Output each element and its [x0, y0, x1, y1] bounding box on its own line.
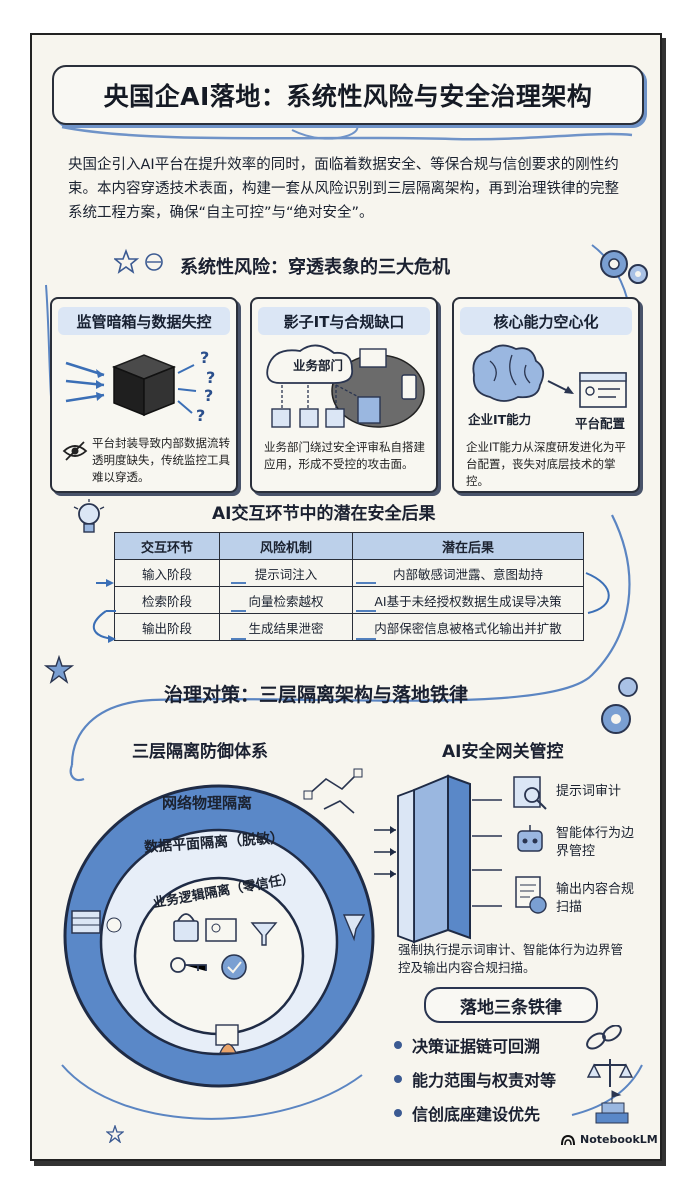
- star-icon: [114, 248, 163, 274]
- risk-table: 交互环节 风险机制 潜在后果 输入阶段 提示词注入 内部敏感词泄露、意图劫持 检…: [114, 532, 584, 641]
- gears-icon: [601, 677, 638, 734]
- rule-item: 能力范围与权责对等: [394, 1067, 556, 1091]
- rule-text: 信创底座建设优先: [412, 1105, 541, 1124]
- svg-text:?: ?: [204, 386, 213, 405]
- risk-card-desc: 企业IT能力从深度研发进化为平台配置，丧失对底层技术的掌控。: [466, 440, 626, 488]
- gateway-item-output-scan: 输出内容合规扫描: [556, 882, 635, 915]
- shadow-it-diagram: [266, 344, 425, 428]
- notebooklm-logo-icon: [561, 1134, 575, 1145]
- platform-config-label: 平台配置: [574, 416, 625, 431]
- gateway-desc: 强制执行提示词审计、智能体行为边界管控及输出内容合规扫描。: [398, 942, 624, 975]
- bullet-dot: [394, 1075, 402, 1083]
- table-section-title: AI交互环节中的潜在安全后果: [212, 504, 436, 524]
- risk-card-shadow-it: 影子IT与合规缺口 业务部门 业务部门绕过安全评审私自搭建应用，形成不受控的攻击…: [250, 297, 438, 493]
- rule-text: 决策证据链可回溯: [412, 1037, 541, 1056]
- risk-card-title: 监管暗箱与数据失控: [58, 307, 230, 335]
- ring-network-isolation: 网络物理隔离: [162, 794, 253, 812]
- brand-name: NotebookLM: [580, 1133, 658, 1146]
- gateway-item-prompt-audit: 提示词审计: [556, 784, 622, 799]
- hidden-eye-icon: [62, 441, 88, 461]
- rules-title-box: 落地三条铁律: [424, 987, 598, 1023]
- gears-icon: [600, 250, 648, 284]
- rule-item: 信创底座建设优先: [394, 1101, 540, 1125]
- table-cell: 内部敏感词泄露、意图劫持: [352, 559, 584, 587]
- star-icon: [44, 655, 74, 684]
- lightbulb-icon: [73, 499, 105, 533]
- table-row: 检索阶段 向量检索越权 AI基于未经授权数据生成误导决策: [114, 586, 584, 614]
- table-flow-arrows: [92, 572, 610, 643]
- rule-item: 决策证据链可回溯: [394, 1033, 540, 1057]
- table-cell: 向量检索越权: [219, 586, 353, 614]
- svg-text:?: ?: [196, 406, 205, 423]
- decorative-scribbles: [45, 122, 643, 1120]
- table-cell: AI基于未经授权数据生成误导决策: [352, 586, 584, 614]
- risk-card-regulatory-blackbox: 监管暗箱与数据失控 ? ? ? ? 平台封装导致内部数据流转透明度缺失，传统监控…: [50, 297, 238, 493]
- risk-card-title: 影子IT与合规缺口: [258, 307, 430, 335]
- network-lines-icon: [303, 768, 363, 814]
- brand-mark: NotebookLM: [560, 1133, 658, 1146]
- rule-icons: [586, 1025, 634, 1124]
- brain-to-config-icon: [472, 344, 627, 408]
- risks-section-title: 系统性风险：穿透表象的三大危机: [180, 257, 450, 278]
- gateway-item-icons: [513, 776, 547, 914]
- enterprise-it-label: 企业IT能力: [468, 412, 532, 427]
- table-cell: 内部保密信息被格式化输出并扩散: [352, 613, 584, 641]
- rules-title: 落地三条铁律: [460, 997, 562, 1018]
- gateway-title: AI安全网关管控: [442, 742, 564, 762]
- risk-card-hollowing: 核心能力空心化 企业IT能力 平台配置 企业IT能力从深度研发进化为平台配置，丧…: [452, 297, 640, 493]
- bullet-dot: [394, 1109, 402, 1117]
- rule-text: 能力范围与权责对等: [412, 1071, 557, 1090]
- risk-card-title: 核心能力空心化: [460, 307, 632, 335]
- risk-card-desc: 平台封装导致内部数据流转透明度缺失，传统监控工具难以穿透。: [92, 436, 230, 484]
- star-icon: [106, 1125, 124, 1143]
- defense-title: 三层隔离防御体系: [132, 742, 268, 762]
- bullet-dot: [394, 1041, 402, 1049]
- gateway-gate-icon: [374, 774, 502, 944]
- svg-text:?: ?: [206, 368, 215, 387]
- risk-card-desc: 业务部门绕过安全评审私自搭建应用，形成不受控的攻击面。: [264, 440, 425, 471]
- table-header-cell: 交互环节: [114, 532, 220, 560]
- infographic-frame: 央国企AI落地：系统性风险与安全治理架构 央国企引入AI平台在提升效率的同时，面…: [30, 33, 662, 1161]
- title-banner: 央国企AI落地：系统性风险与安全治理架构: [52, 65, 644, 125]
- svg-text:?: ?: [200, 348, 209, 367]
- gateway-item-agent-boundary: 智能体行为边界管控: [556, 826, 635, 859]
- intro-paragraph: 央国企引入AI平台在提升效率的同时，面临着数据安全、等保合规与信创要求的刚性约束…: [68, 157, 619, 221]
- page-title: 央国企AI落地：系统性风险与安全治理架构: [103, 82, 593, 111]
- table-row: 输出阶段 生成结果泄密 内部保密信息被格式化输出并扩散: [114, 613, 584, 641]
- table-cell: 生成结果泄密: [219, 613, 353, 641]
- table-cell: 检索阶段: [114, 586, 220, 614]
- governance-section-title: 治理对策：三层隔离架构与落地铁律: [164, 684, 469, 706]
- table-header-cell: 风险机制: [219, 532, 353, 560]
- blackbox-icon: ? ? ? ?: [65, 348, 215, 423]
- business-dept-label: 业务部门: [292, 358, 343, 373]
- table-cell: 输出阶段: [114, 613, 220, 641]
- defense-ring-icons: [71, 910, 366, 1054]
